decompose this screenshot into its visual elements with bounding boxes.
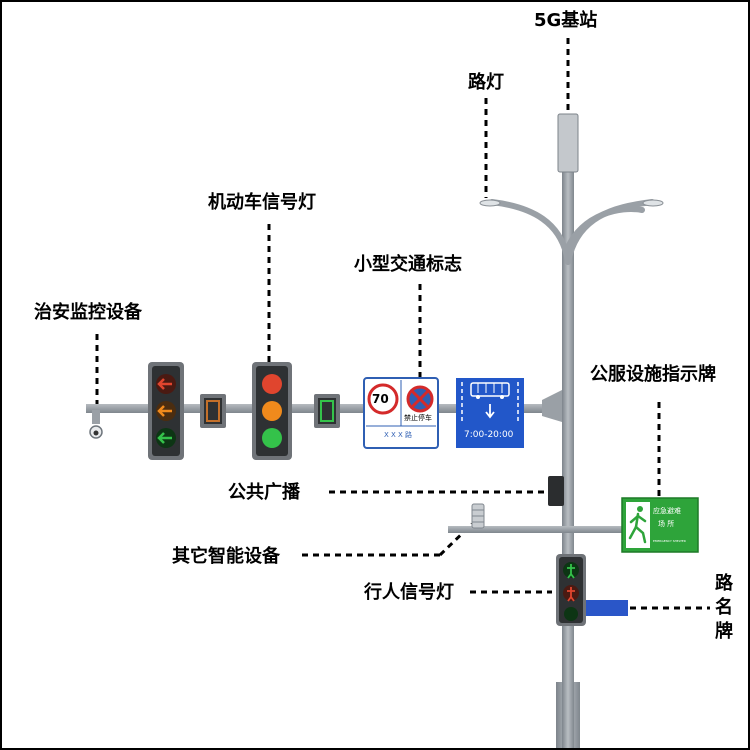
label-public-broadcast: 公共广播 — [228, 482, 300, 503]
speed-limit-value: 70 — [372, 392, 389, 406]
lower-cross-arm — [448, 526, 628, 533]
callout-lines — [95, 38, 710, 610]
shelter-english: EMERGENCY SHELTER — [653, 539, 686, 543]
vehicle-signal-left — [148, 362, 184, 460]
speed-limit-sign — [363, 377, 439, 449]
emergency-shelter-sign — [621, 497, 699, 553]
vehicle-signal-main — [252, 362, 292, 460]
label-5g-base-station: 5G基站 — [534, 10, 598, 31]
pedestrian-signal — [556, 554, 586, 626]
main-pole — [562, 122, 574, 748]
label-security-camera: 治安监控设备 — [34, 302, 142, 323]
label-street-light: 路灯 — [468, 72, 504, 93]
speed-limit-circle — [367, 383, 399, 415]
bus-lane-hours: 7:00-20:00 — [464, 430, 514, 440]
signal-green-lamp — [262, 428, 282, 448]
broadcast-speaker — [548, 476, 564, 506]
road-name-plate — [586, 600, 628, 616]
no-parking-text: 禁止停车 — [404, 414, 432, 422]
arrow-left-icon — [157, 432, 172, 444]
sign-road-name-text: X X X 路 — [384, 431, 413, 439]
shelter-line2: 场 所 — [658, 520, 675, 528]
5g-antenna-unit — [557, 113, 579, 173]
countdown-display-left — [200, 394, 226, 428]
label-vehicle-signal: 机动车信号灯 — [208, 192, 316, 213]
label-small-traffic-sign: 小型交通标志 — [354, 254, 462, 275]
lamp-head-left — [479, 199, 501, 207]
label-public-service-sign: 公服设施指示牌 — [590, 364, 716, 385]
arrow-left-icon — [157, 378, 172, 390]
arrow-left-icon — [157, 405, 172, 417]
label-other-smart-device: 其它智能设备 — [172, 546, 280, 567]
arrow-down-icon — [485, 404, 495, 419]
countdown-display-right — [314, 394, 340, 428]
lamp-head-right — [642, 199, 664, 207]
smart-device-module — [471, 503, 485, 529]
street-light — [489, 199, 655, 265]
bus-icon — [470, 382, 510, 399]
label-pedestrian-signal: 行人信号灯 — [364, 582, 454, 603]
signal-red-lamp — [262, 374, 282, 394]
camera-icon — [89, 410, 103, 439]
signal-amber-lamp — [262, 401, 282, 421]
walking-person-icon — [628, 506, 647, 544]
bus-lane-sign — [456, 378, 524, 448]
label-road-name-sign: 路名牌 — [715, 573, 733, 642]
arm-bracket — [542, 390, 562, 422]
shelter-line1: 应急避难 — [653, 507, 681, 515]
